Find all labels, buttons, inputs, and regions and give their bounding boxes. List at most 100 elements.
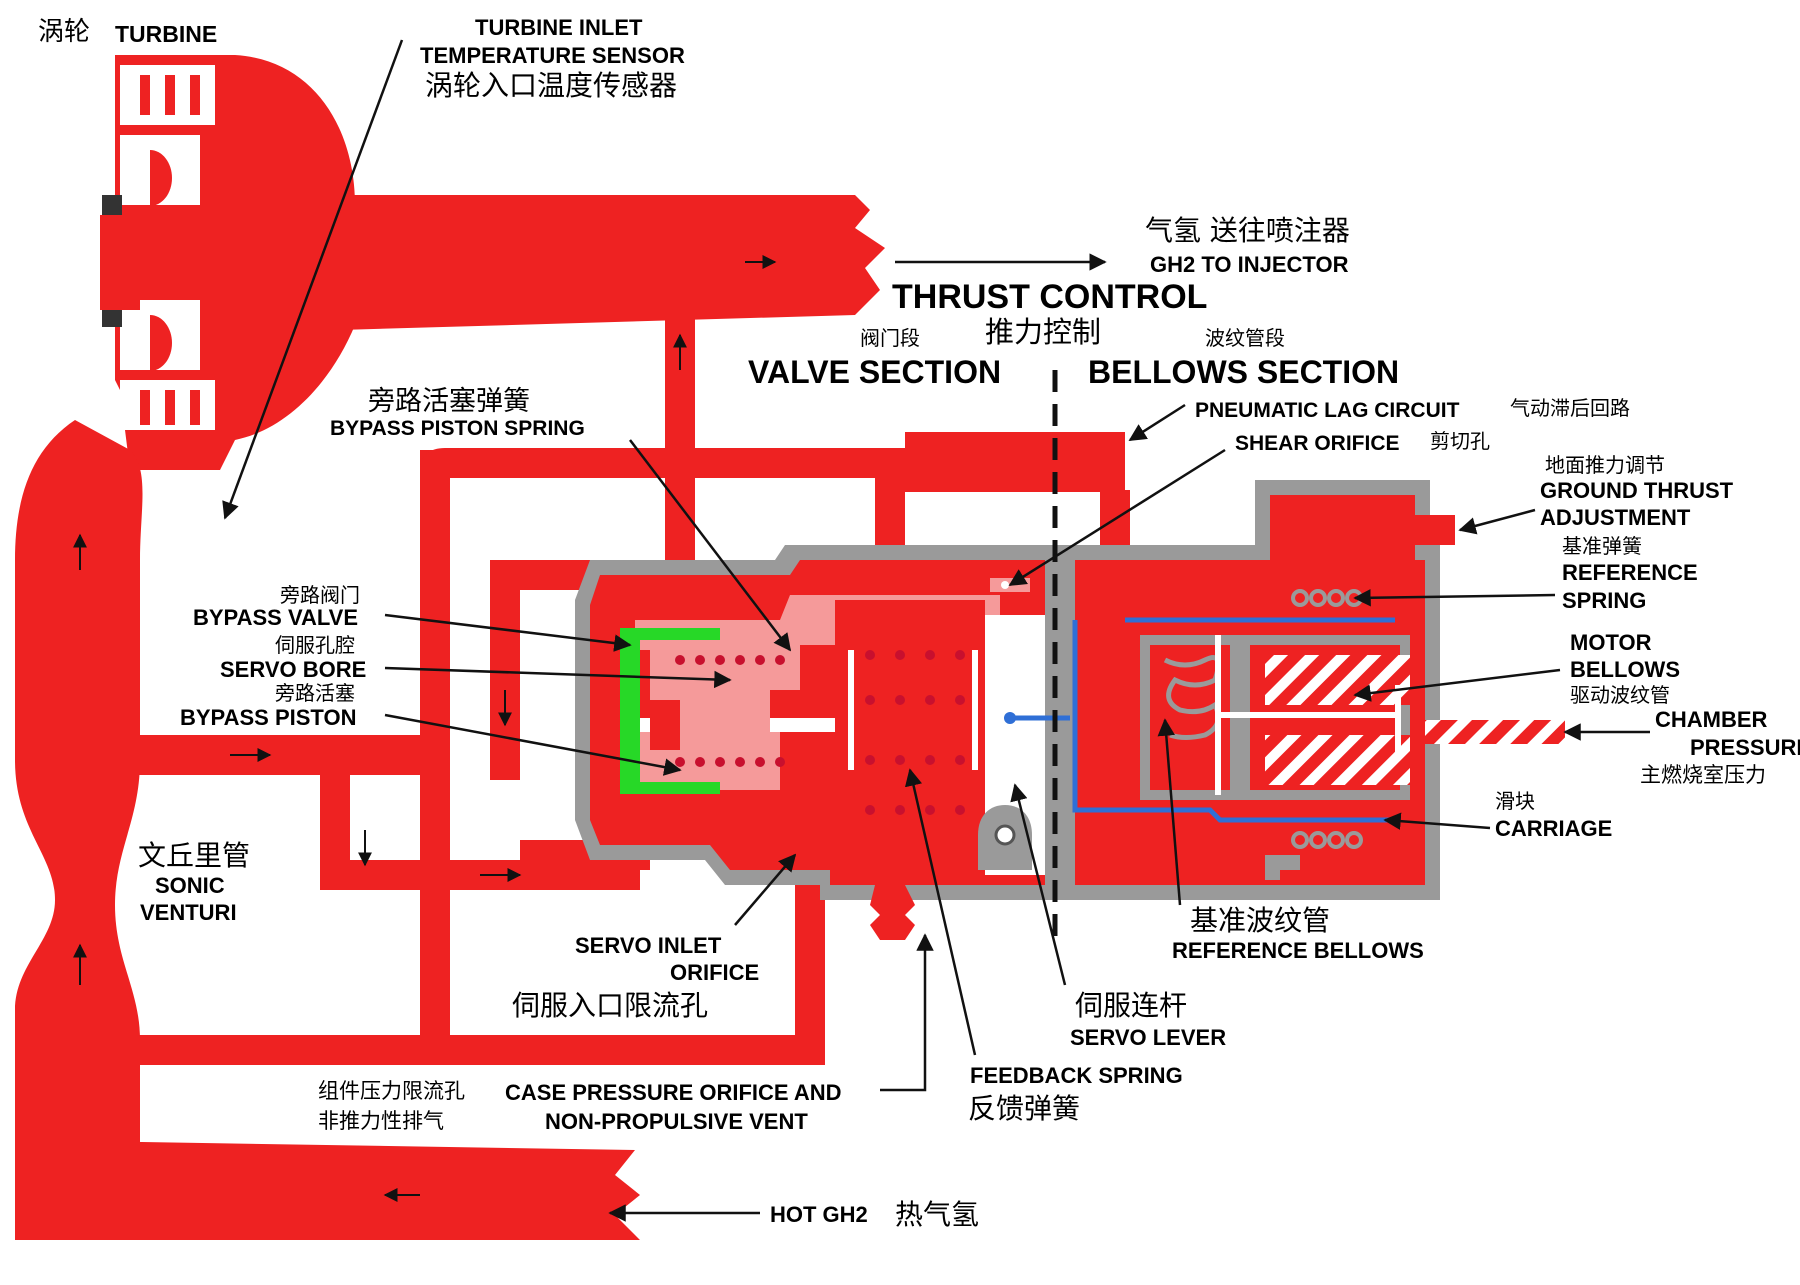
upper-loop-drop [875, 460, 905, 545]
feedback-spring [865, 650, 965, 815]
label-feedback-spring-en: FEEDBACK SPRING [970, 1063, 1183, 1088]
leader-pneumatic-lag [1128, 403, 1186, 442]
turbine-shaft [100, 215, 140, 310]
reference-bellows [1163, 655, 1221, 740]
label-reference-bellows-zh: 基准波纹管 [1190, 904, 1330, 937]
labels: 涡轮 TURBINE TURBINE INLET TEMPERATURE SEN… [38, 15, 1800, 1231]
ground-thrust-knob [1415, 515, 1455, 545]
label-chamber-pressure-zh: 主燃烧室压力 [1640, 763, 1766, 787]
bellows-linkage [1010, 617, 1395, 823]
label-servo-lever-en: SERVO LEVER [1070, 1025, 1226, 1050]
case-vent-nozzle [870, 885, 915, 940]
leader-carriage [1383, 812, 1491, 830]
label-servo-inlet-en-2: ORIFICE [670, 960, 759, 985]
servo-spring-plate-right [972, 650, 978, 770]
label-servo-bore-en: SERVO BORE [220, 657, 366, 682]
leader-tit-sensor [222, 39, 404, 520]
label-gh2-injector-zh: 气氢 送往喷注器 [1145, 214, 1350, 247]
carriage-bar-center [1215, 712, 1400, 718]
carriage-base [1265, 855, 1300, 880]
label-case-orifice-zh-2: 非推力性排气 [318, 1109, 444, 1133]
label-reference-spring-en-2: SPRING [1562, 588, 1646, 613]
label-ground-thrust-en-1: GROUND THRUST [1540, 478, 1734, 503]
label-valve-section-en: VALVE SECTION [748, 354, 1001, 390]
motor-bellows-bottom [1265, 735, 1410, 785]
leader-motor-bellows [1353, 668, 1561, 702]
leader-servo-inlet [734, 853, 797, 926]
leader-reference-bellows [1157, 718, 1182, 906]
pneumatic-lag-box [905, 432, 1125, 492]
servo-spring-plate-left [848, 650, 854, 770]
leader-feedback-spring [904, 768, 977, 1056]
label-hot-gh2-zh: 热气氢 [895, 1198, 979, 1231]
label-feedback-spring-zh: 反馈弹簧 [968, 1092, 1080, 1125]
label-motor-bellows-en-1: MOTOR [1570, 630, 1652, 655]
bypass-duct-elbow [320, 755, 640, 890]
label-bypass-piston-en: BYPASS PISTON [180, 705, 356, 730]
label-bypass-valve-en: BYPASS VALVE [193, 605, 358, 630]
hot-gh2-inlet-duct [15, 1140, 640, 1240]
leader-case-orifice [880, 933, 934, 1092]
label-thrust-control-en: THRUST CONTROL [892, 278, 1207, 316]
leader-servo-lever [1010, 783, 1067, 986]
label-bellows-section-zh: 波纹管段 [1205, 326, 1285, 350]
servo-lever-pivot-pin [994, 824, 1016, 846]
label-reference-bellows-en: REFERENCE BELLOWS [1172, 938, 1424, 963]
bypass-return-duct [135, 1035, 825, 1065]
sonic-venturi [15, 420, 143, 1230]
turbine-rotor [120, 65, 215, 430]
injector-duct [340, 195, 885, 330]
upper-loop-duct [420, 448, 905, 478]
servo-chamber [835, 600, 985, 870]
turbine-shaft-seal-bottom [102, 305, 122, 327]
label-servo-inlet-en-1: SERVO INLET [575, 933, 722, 958]
thrust-control-body [575, 370, 1565, 945]
bellows-linkage-pivot [1004, 712, 1016, 724]
label-tit-sensor-en-2: TEMPERATURE SENSOR [420, 43, 685, 68]
label-motor-bellows-zh: 驱动波纹管 [1570, 683, 1670, 707]
label-chamber-pressure-en-1: CHAMBER [1655, 707, 1768, 732]
label-turbine-en: TURBINE [115, 21, 217, 47]
flow-circuit [15, 55, 1130, 1240]
label-bellows-section-en: BELLOWS SECTION [1088, 354, 1399, 390]
leader-ground-thrust [1458, 508, 1536, 535]
label-thrust-control-zh: 推力控制 [985, 315, 1101, 349]
label-venturi-zh: 文丘里管 [138, 839, 250, 872]
label-case-orifice-en-1: CASE PRESSURE ORIFICE AND [505, 1080, 842, 1105]
label-shear-orifice-zh: 剪切孔 [1430, 429, 1490, 453]
label-gh2-injector-en: GH2 TO INJECTOR [1150, 252, 1349, 277]
leader-bypass-valve [384, 613, 632, 652]
ground-thrust-adjuster [1270, 495, 1415, 565]
chamber-pressure-line [1425, 720, 1565, 744]
inner-riser [420, 450, 450, 1050]
leader-bypass-spring [629, 439, 792, 652]
label-bypass-piston-zh: 旁路活塞 [275, 681, 355, 705]
label-shear-orifice-en: SHEAR ORIFICE [1235, 432, 1400, 455]
ground-thrust-housing [1255, 480, 1430, 545]
label-tit-sensor-zh: 涡轮入口温度传感器 [425, 69, 677, 102]
label-venturi-en-2: VENTURI [140, 900, 237, 925]
leader-lines [222, 39, 1650, 1222]
label-carriage-zh: 滑块 [1495, 789, 1535, 813]
label-case-orifice-en-2: NON-PROPULSIVE VENT [545, 1109, 808, 1134]
label-servo-lever-zh: 伺服连杆 [1075, 989, 1187, 1022]
leader-bypass-piston [384, 713, 682, 776]
label-hot-gh2-en: HOT GH2 [770, 1202, 868, 1227]
label-bypass-spring-zh: 旁路活塞弹簧 [368, 386, 530, 417]
flow-arrows [73, 255, 777, 1202]
leader-servo-bore [384, 666, 732, 689]
label-case-orifice-zh-1: 组件压力限流孔 [318, 1079, 465, 1103]
label-reference-spring-zh: 基准弹簧 [1562, 534, 1642, 558]
leader-reference-spring [1353, 589, 1556, 607]
label-venturi-en-1: SONIC [155, 873, 225, 898]
carriage-bar-right [1395, 685, 1401, 755]
bypass-piston-stem [650, 700, 680, 750]
label-pneumatic-lag-zh: 气动滞后回路 [1510, 396, 1630, 420]
carriage-spring [1291, 831, 1363, 849]
label-tit-sensor-en-1: TURBINE INLET [475, 15, 643, 40]
label-ground-thrust-zh: 地面推力调节 [1545, 453, 1665, 477]
label-servo-bore-zh: 伺服孔腔 [275, 633, 355, 657]
label-motor-bellows-en-2: BELLOWS [1570, 657, 1680, 682]
